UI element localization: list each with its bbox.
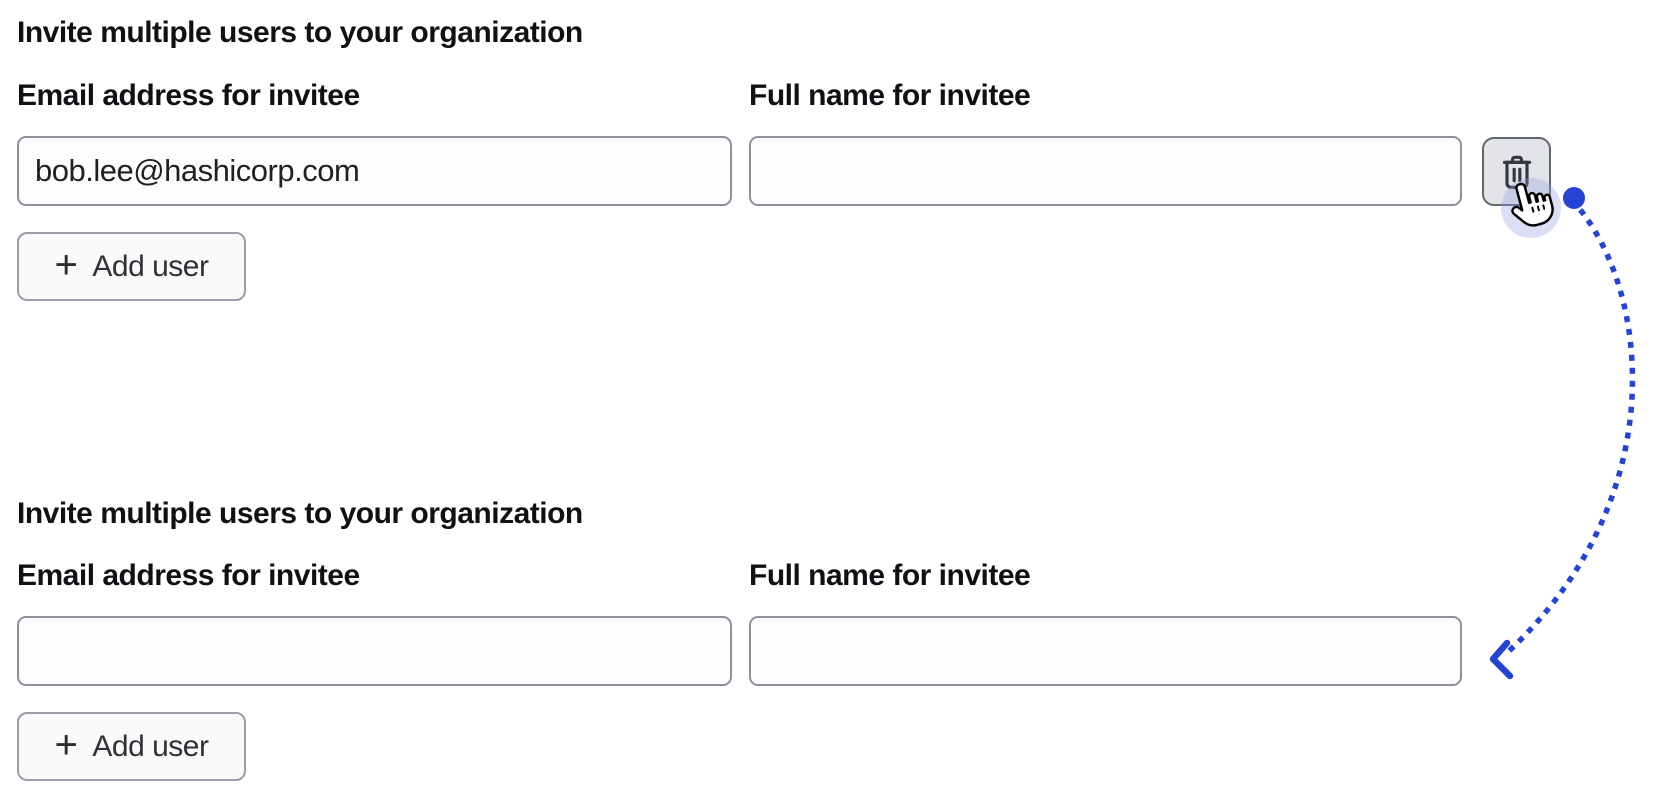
arrowhead [1489,639,1514,680]
section1-name-input[interactable] [749,136,1462,206]
section2-heading: Invite multiple users to your organizati… [17,497,583,530]
add-user-button[interactable]: + Add user [17,712,246,781]
add-user-label: Add user [92,729,209,763]
trash-icon [1497,152,1537,192]
section1-heading: Invite multiple users to your organizati… [17,16,583,49]
section2-email-input[interactable] [17,616,732,686]
section2-name-label: Full name for invitee [749,559,1031,592]
arrow-start-dot [1563,187,1585,209]
section1-email-input[interactable] [17,136,732,206]
add-user-button[interactable]: + Add user [17,232,246,301]
section2-name-input[interactable] [749,616,1462,686]
section1-email-label: Email address for invitee [17,79,360,112]
delete-row-button[interactable] [1482,137,1551,206]
add-user-label: Add user [92,249,209,283]
section2-email-label: Email address for invitee [17,559,360,592]
plus-icon: + [54,722,78,767]
plus-icon: + [54,242,78,287]
section1-name-label: Full name for invitee [749,79,1031,112]
